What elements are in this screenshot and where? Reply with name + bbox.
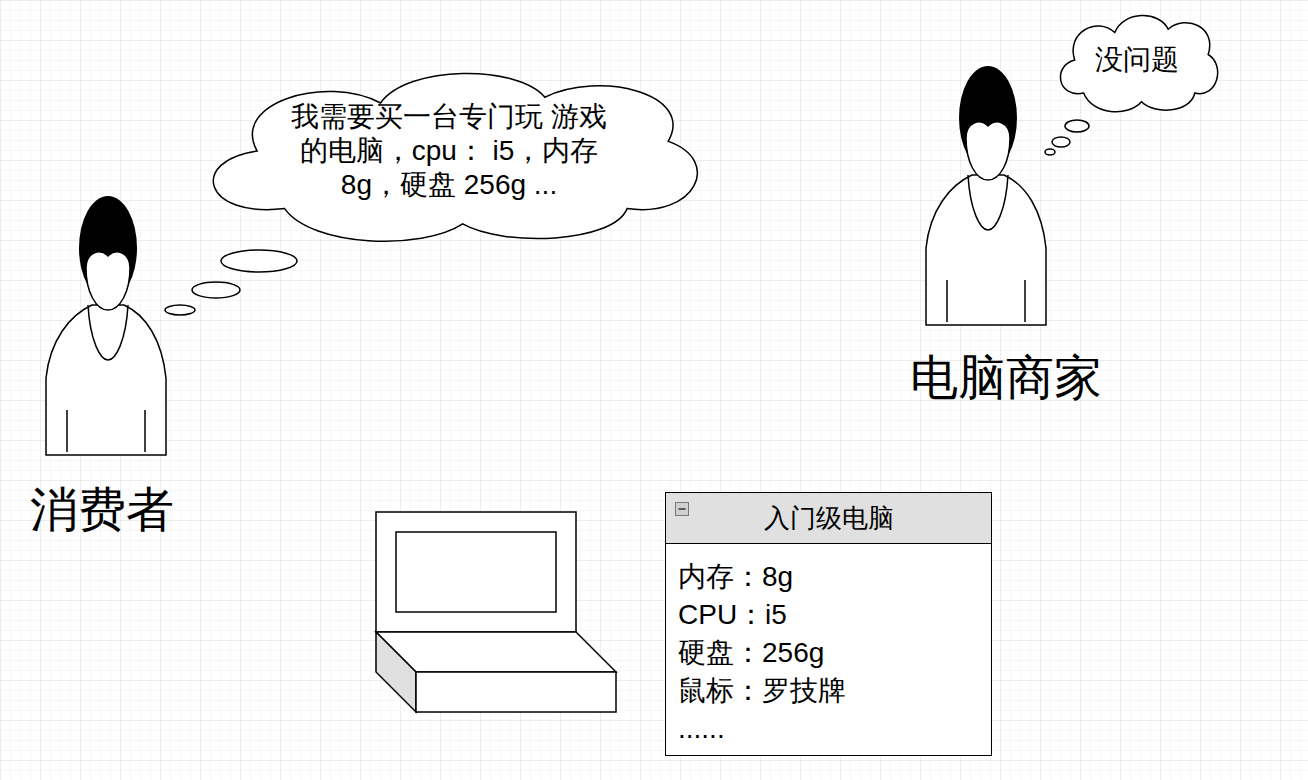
thought-text: 我需要买一台专门玩 游戏的电脑，cpu： i5，内存8g，硬盘 256g ... <box>284 100 614 202</box>
collapse-icon <box>675 502 689 516</box>
consumer-figure <box>46 196 166 455</box>
attribute-row: 硬盘：256g <box>678 634 981 672</box>
thought-text: 没问题 <box>1095 43 1179 77</box>
card-header: 入门级电脑 <box>666 493 991 544</box>
product-card: 入门级电脑内存：8gCPU：i5硬盘：256g鼠标：罗技牌...... <box>665 492 992 756</box>
card-title: 入门级电脑 <box>764 501 894 536</box>
card-body: 内存：8gCPU：i5硬盘：256g鼠标：罗技牌...... <box>666 544 991 754</box>
laptop-icon <box>376 512 616 712</box>
attribute-row: ...... <box>678 710 981 748</box>
merchant-figure <box>926 66 1046 325</box>
attribute-row: CPU：i5 <box>678 596 981 634</box>
role-label: 电脑商家 <box>910 350 1102 406</box>
attribute-row: 鼠标：罗技牌 <box>678 672 981 710</box>
role-label: 消费者 <box>30 482 174 538</box>
attribute-row: 内存：8g <box>678 558 981 596</box>
thought-cloud: 没问题 <box>1048 5 1226 115</box>
thought-cloud: 我需要买一台专门玩 游戏的电脑，cpu： i5，内存8g，硬盘 256g ... <box>175 55 723 247</box>
